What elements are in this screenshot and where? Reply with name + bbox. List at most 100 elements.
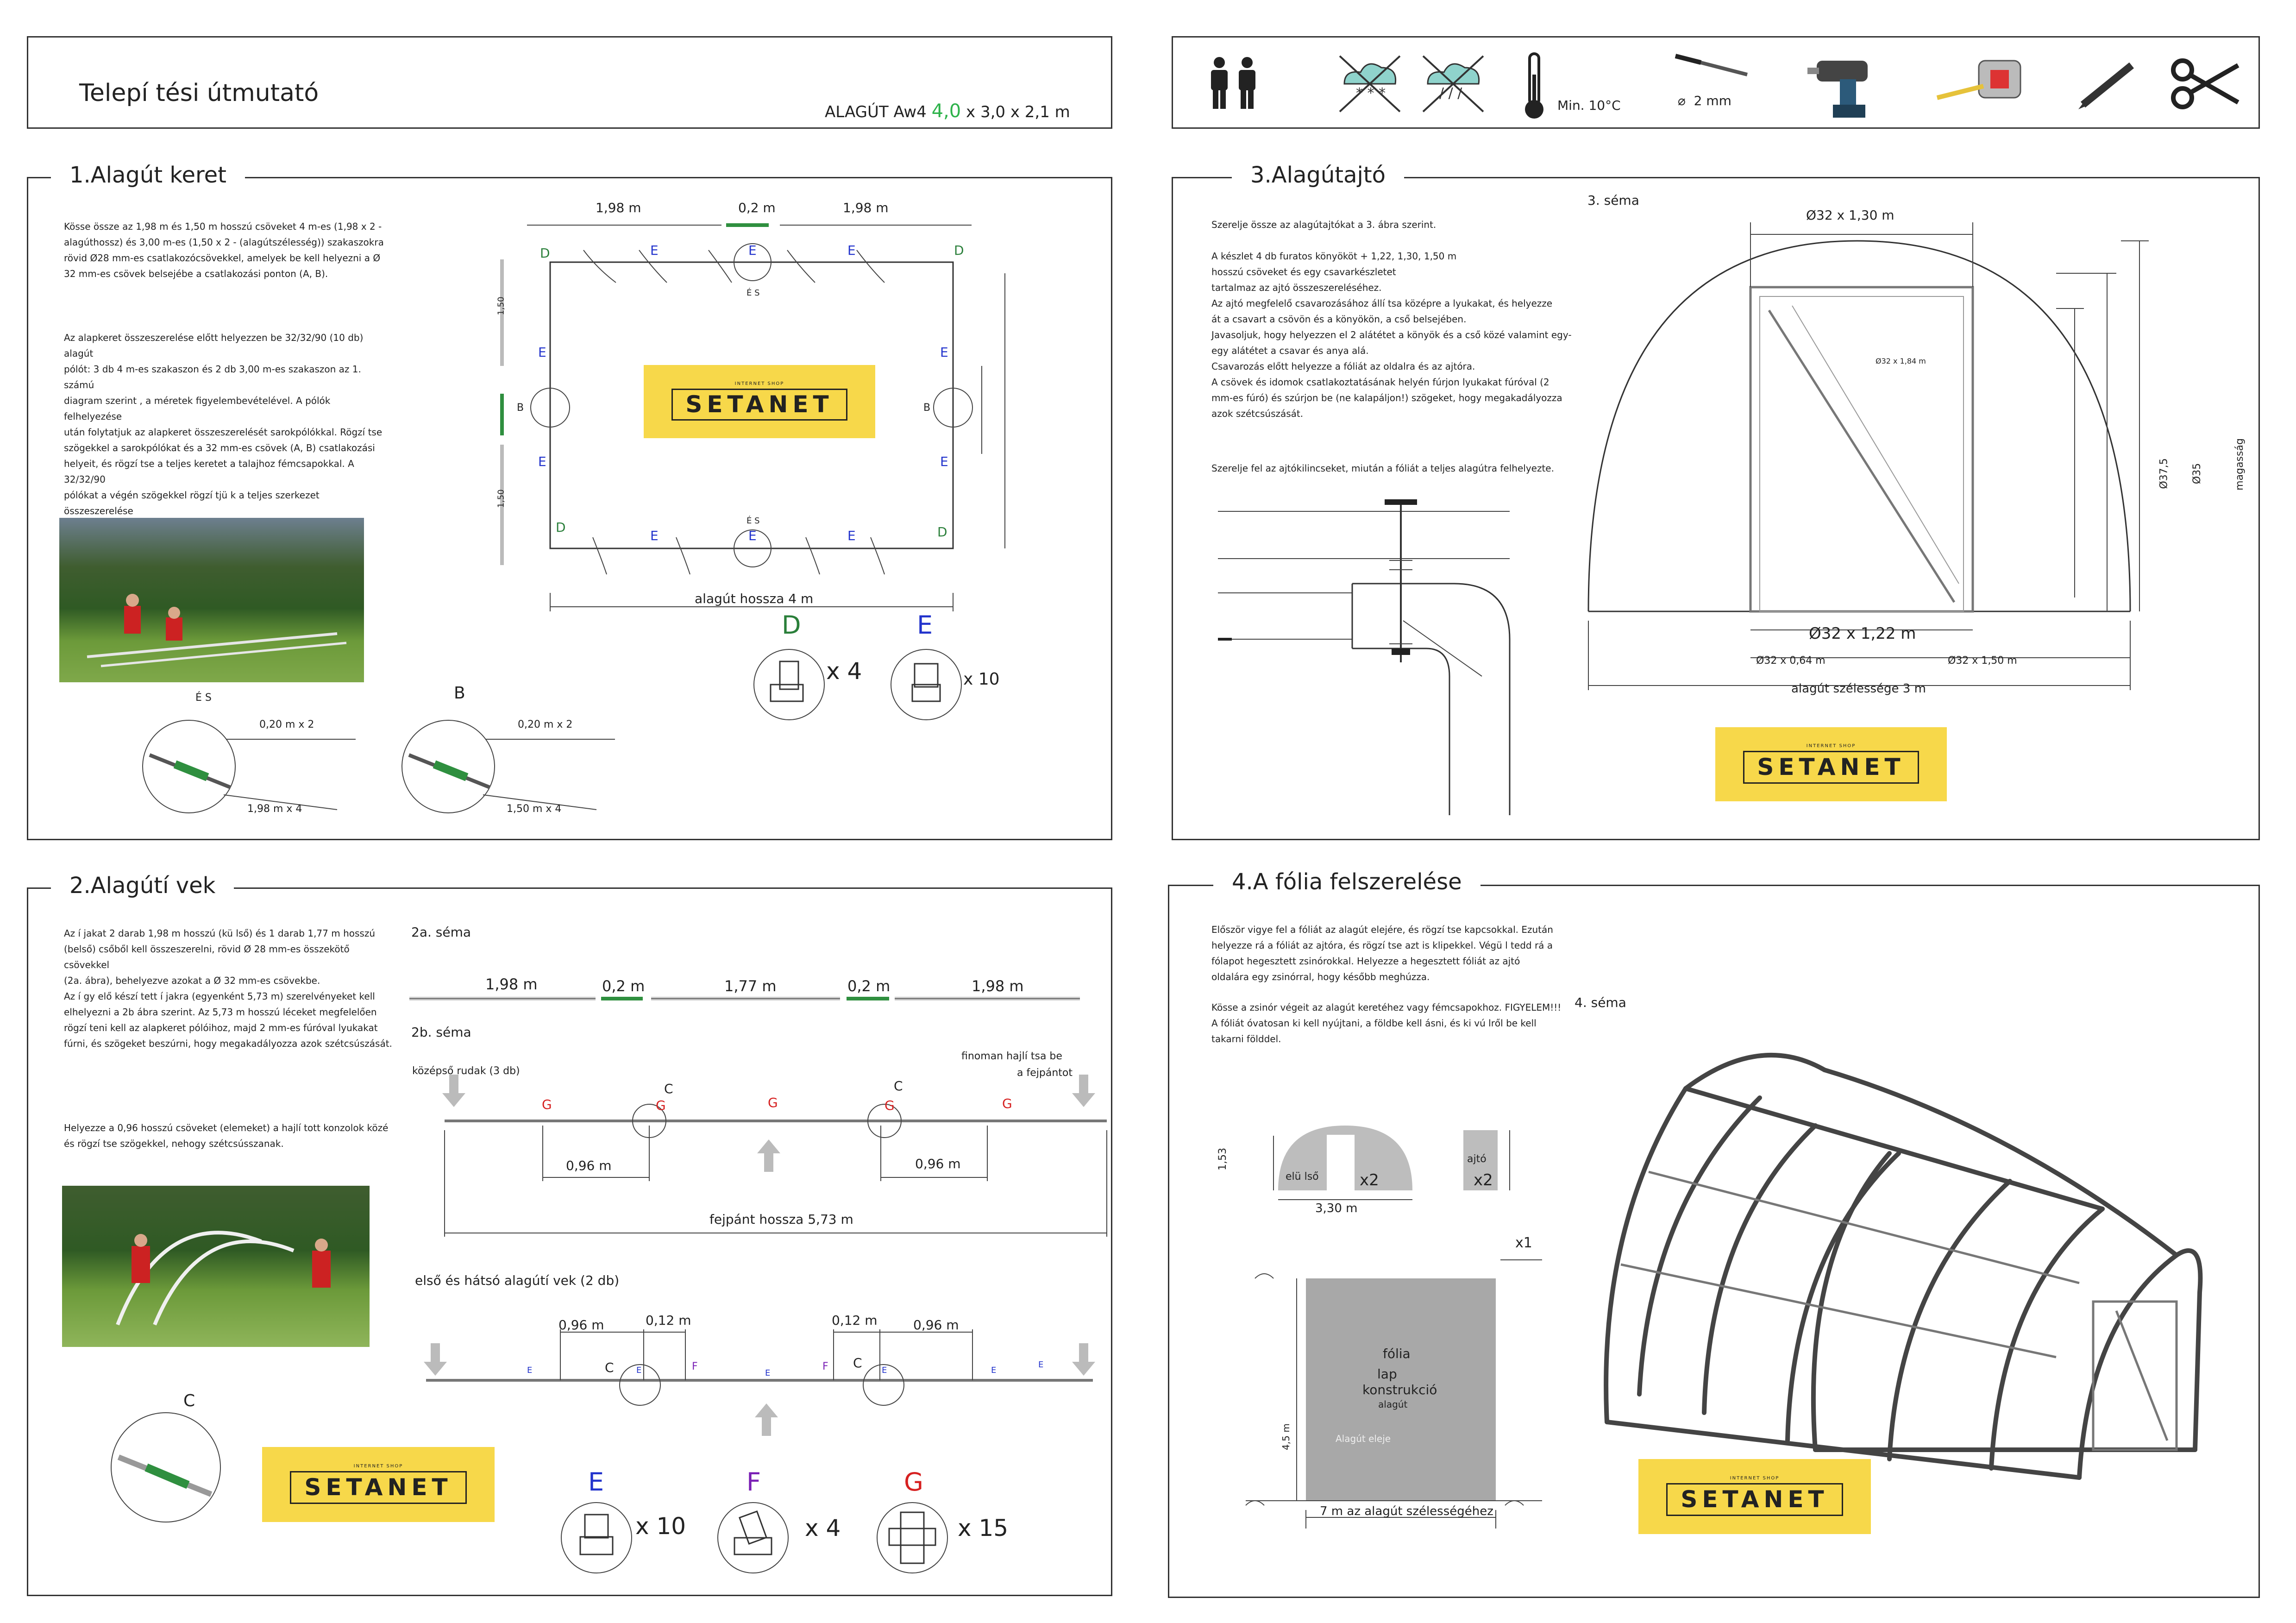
fitting-letter-e: E xyxy=(636,1365,642,1375)
joint-detail-es xyxy=(142,720,356,813)
sheet-label: fólia xyxy=(1383,1346,1411,1361)
detail-dim: 0,20 m x 2 xyxy=(259,719,314,730)
setanet-logo: INTERNET SHOP SETANET xyxy=(1715,727,1947,801)
tee-fitting-icon xyxy=(561,1502,632,1573)
section-title: 1.Alagút keret xyxy=(51,161,245,189)
setanet-logo: INTERNET SHOP SETANET xyxy=(644,365,875,438)
dim-label: 0,96 m xyxy=(913,1317,959,1333)
setanet-logo: INTERNET SHOP SETANET xyxy=(1638,1459,1871,1534)
side-dim-label: 1,50 xyxy=(496,296,506,315)
base-frame-diagram xyxy=(500,243,1005,611)
end-arch-diagram xyxy=(424,1329,1095,1436)
model-suffix: x 3,0 x 2,1 m xyxy=(961,103,1070,121)
no-snow-icon: * * * xyxy=(1339,55,1401,113)
logo-tagline: INTERNET SHOP xyxy=(1730,1475,1780,1481)
dim-label: Ø32 x 0,64 m xyxy=(1756,655,1826,667)
section-paragraph: Szerelje fel az ajtókilincseket, miután … xyxy=(1211,463,1554,474)
header-box: Telepí tési útmutató ALAGÚT Aw4 4,0 x 3,… xyxy=(27,36,1112,129)
fitting-letter-g: G xyxy=(768,1095,778,1110)
section-title: 4.A fólia felszerelése xyxy=(1213,868,1480,896)
fitting-letter-e: E xyxy=(588,1467,604,1497)
dim-label: 1,98 m xyxy=(596,200,641,215)
detail-dim: 1,98 m x 4 xyxy=(247,803,302,815)
frame-top-dims xyxy=(527,223,972,227)
drill-icon xyxy=(1807,61,1868,118)
door-piece-count: x2 xyxy=(1474,1171,1493,1189)
sheet-count: x1 xyxy=(1515,1235,1532,1251)
fitting-letter-f: F xyxy=(822,1361,828,1372)
people-icon xyxy=(1211,57,1255,109)
angled-tee-fitting-icon xyxy=(717,1502,789,1573)
drill-size-value: 2 mm xyxy=(1694,93,1731,108)
tee-fitting-icon xyxy=(891,649,962,720)
logo-text: SETANET xyxy=(671,388,847,421)
frame-letter-e: E xyxy=(650,528,659,543)
sheet-label: konstrukció xyxy=(1362,1382,1437,1397)
drill-size-label: ⌀ 2 mm xyxy=(1678,93,1731,108)
logo-tagline: INTERNET SHOP xyxy=(353,1463,403,1469)
logo-text: SETANET xyxy=(1743,751,1919,784)
dim-label: 0,96 m xyxy=(558,1317,604,1333)
tunnel-length-label: alagút hossza 4 m xyxy=(695,591,814,606)
bend-note: finoman hajlí tsa be xyxy=(961,1051,1062,1062)
joint-detail-b xyxy=(401,720,615,813)
section-paragraph: Kösse a zsinór végeit az alagút keretéhe… xyxy=(1211,1002,1562,1044)
no-rain-icon: / / / xyxy=(1422,55,1484,113)
elbow-fitting-icon xyxy=(753,649,825,720)
frame-letter-es: É S xyxy=(747,288,760,298)
detail-label: C xyxy=(183,1391,195,1410)
connector-letter-c: C xyxy=(853,1355,862,1371)
frame-letter-e: E xyxy=(650,243,659,258)
dim-label: 0,12 m xyxy=(832,1313,878,1328)
fitting-letter-f: F xyxy=(692,1361,698,1372)
front-back-arch-label: első és hátsó alagútí vek (2 db) xyxy=(415,1273,620,1288)
frame-letter-d: D xyxy=(937,524,947,540)
thermometer-icon xyxy=(1525,52,1543,119)
connector-letter-c: C xyxy=(894,1078,903,1094)
foil-piece-dim: 1,53 xyxy=(1217,1148,1229,1170)
foil-piece-count: x2 xyxy=(1360,1171,1379,1189)
fitting-letter-g: G xyxy=(542,1097,552,1112)
frame-letter-e: E xyxy=(748,243,757,258)
detail-label: B xyxy=(454,684,465,703)
detail-label: É S xyxy=(195,692,212,704)
logo-tagline: INTERNET SHOP xyxy=(1806,743,1856,749)
segment-label: 1,98 m xyxy=(972,977,1024,995)
logo-text: SETANET xyxy=(1666,1483,1843,1516)
assembly-photo xyxy=(59,518,364,682)
frame-letter-e: E xyxy=(748,528,757,543)
fitting-letter-e: E xyxy=(1038,1360,1044,1370)
fitting-letter-e: E xyxy=(991,1365,997,1375)
fitting-count: x 15 xyxy=(958,1515,1009,1541)
section-paragraph: Kösse össze az 1,98 m és 1,50 m hosszú c… xyxy=(64,221,384,279)
arch-segments-diagram xyxy=(409,997,1080,1000)
fitting-letter-e: E xyxy=(527,1365,533,1375)
model-prefix: ALAGÚT Aw4 xyxy=(825,103,932,121)
bend-note: a fejpántot xyxy=(1017,1067,1073,1079)
dim-label: Ø32 x 1,22 m xyxy=(1809,624,1916,643)
vertical-dim: Ø35 xyxy=(2191,463,2203,484)
dim-label: 0,96 m xyxy=(566,1158,612,1173)
detail-dim: 1,50 m x 4 xyxy=(507,803,562,815)
fitting-letter-g: G xyxy=(904,1467,923,1497)
frame-letter-e: E xyxy=(847,243,856,258)
dim-label: Ø32 x 1,30 m xyxy=(1806,208,1895,223)
vertical-dim: magasság xyxy=(2233,438,2246,491)
frame-letter-e: E xyxy=(940,454,948,469)
section-paragraph: Az alapkeret összeszerelése előtt helyez… xyxy=(64,332,383,532)
connector-letter-c: C xyxy=(664,1081,673,1096)
door-piece-label: ajtó xyxy=(1467,1153,1487,1165)
headband-diagram xyxy=(442,1075,1107,1237)
frame-letter-e: E xyxy=(847,528,856,543)
frame-letter-e: E xyxy=(538,454,546,469)
dim-label: 0,12 m xyxy=(646,1313,691,1328)
fitting-count: x 10 xyxy=(635,1513,686,1540)
logo-tagline: INTERNET SHOP xyxy=(734,381,784,386)
temp-label: Min. 10°C xyxy=(1557,98,1621,113)
fitting-letter-d: D xyxy=(782,610,801,640)
sheet-label: alagút xyxy=(1378,1399,1408,1410)
dim-label: Ø32 x 1,50 m xyxy=(1948,655,2017,667)
diagram-label: 3. séma xyxy=(1587,193,1639,208)
section-title: 3.Alagútajtó xyxy=(1232,161,1405,189)
model-accent: 4,0 xyxy=(931,101,961,122)
